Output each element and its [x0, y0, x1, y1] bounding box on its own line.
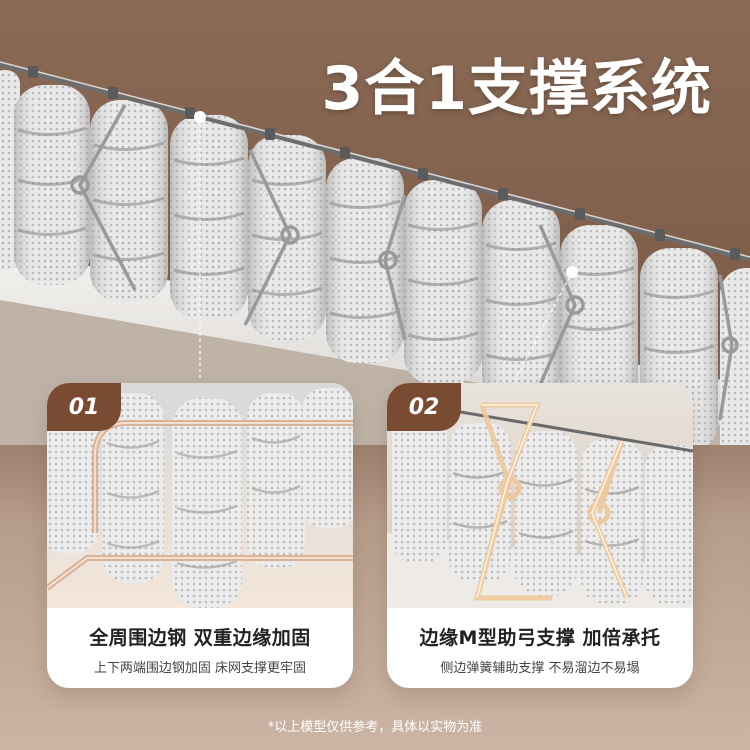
page-title: 3合1支撑系统 — [321, 54, 712, 124]
card-subtitle: 上下两端围边钢加固 床网支撑更牢固 — [93, 661, 307, 676]
pocket-coil — [326, 158, 404, 363]
card-badge: 01 — [47, 383, 121, 431]
feature-card-m-support: 02 边缘M型助弓支撑 加倍承托 侧边弹簧辅助支撑 不易溜边不易塌 — [387, 383, 693, 688]
pocket-coil — [90, 100, 168, 302]
pocket-coil — [14, 85, 90, 285]
pocket-coil — [170, 115, 248, 320]
pocket-coil — [560, 225, 638, 430]
card-title: 边缘M型助弓支撑 加倍承托 — [419, 627, 661, 649]
card-badge: 02 — [387, 383, 461, 431]
edge-steel-rail — [0, 63, 750, 262]
card-illustration — [387, 383, 693, 608]
card-title: 全周围边钢 双重边缘加固 — [89, 627, 311, 649]
feature-card-edge-steel: 01 全周围边钢 双重边缘加固 上下两端围边钢加固 床网支撑更牢固 — [47, 383, 353, 688]
pocket-coil — [482, 200, 560, 405]
disclaimer-text: *以上模型仅供参考，具体以实物为准 — [267, 720, 483, 735]
pocket-coil — [404, 180, 482, 385]
card-subtitle: 侧边弹簧辅助支撑 不易溜边不易塌 — [440, 661, 640, 676]
m-type-edge-springs — [70, 104, 739, 421]
